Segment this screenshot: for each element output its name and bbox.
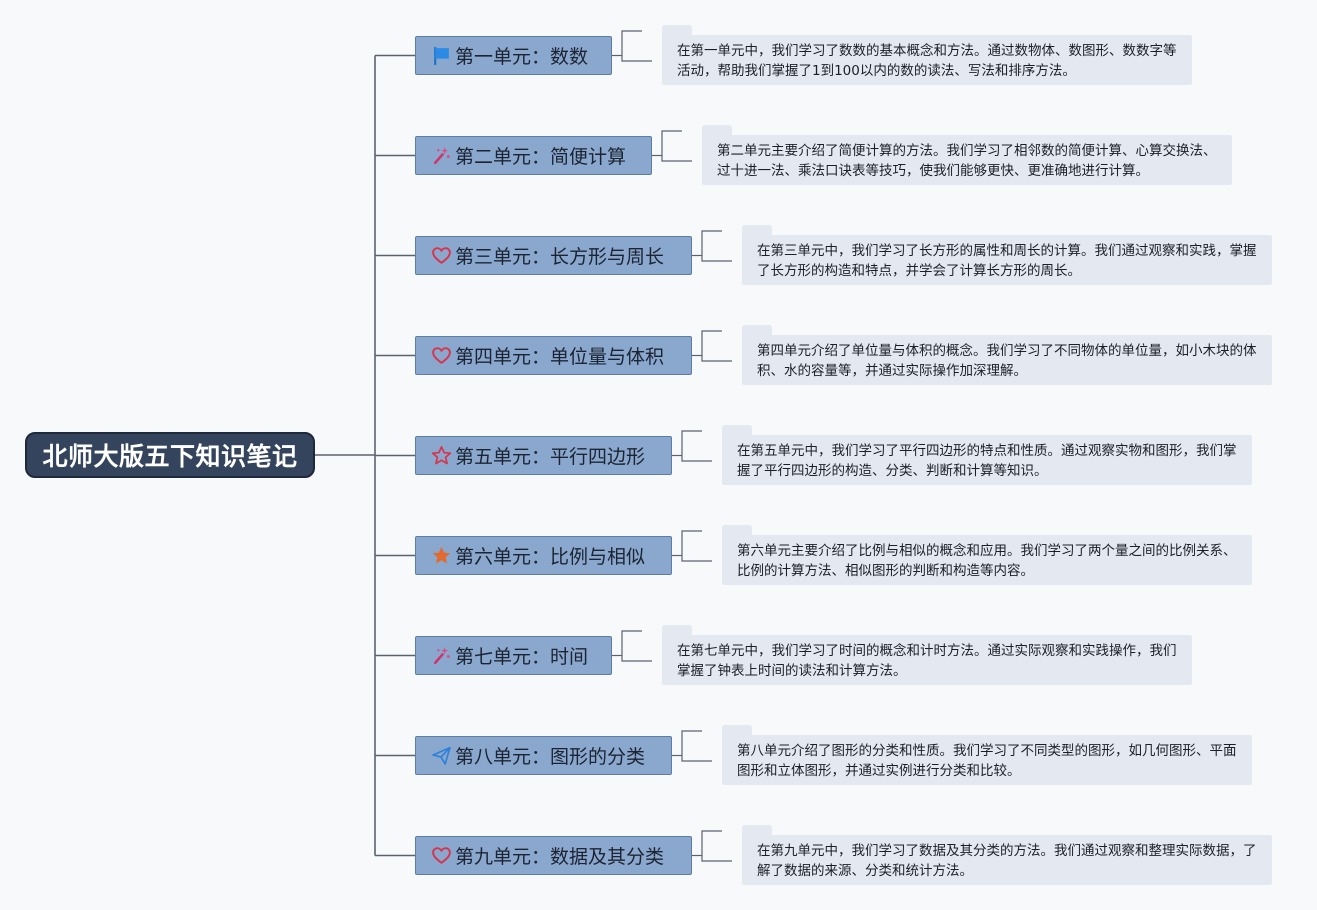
star-filled-icon — [431, 545, 452, 566]
note-tab — [742, 225, 772, 237]
flag-icon — [431, 45, 452, 66]
unit-note-5[interactable]: 在第五单元中，我们学习了平行四边形的特点和性质。通过观察实物和图形，我们掌握了平… — [722, 435, 1252, 485]
unit-branch-label: 第四单元：单位量与体积 — [455, 346, 665, 368]
note-bracket — [621, 630, 652, 662]
note-bracket — [621, 30, 652, 62]
heart-icon — [431, 845, 452, 866]
unit-note-4[interactable]: 第四单元介绍了单位量与体积的概念。我们学习了不同物体的单位量，如小木块的体积、水… — [742, 335, 1272, 385]
unit-branch-label: 第二单元：简便计算 — [455, 146, 627, 168]
wand-icon — [431, 145, 452, 166]
note-bracket — [701, 230, 732, 262]
star-outline-icon — [431, 445, 452, 466]
unit-branch-5[interactable]: 第五单元：平行四边形 — [415, 436, 672, 475]
unit-branch-8[interactable]: 第八单元：图形的分类 — [415, 736, 672, 775]
unit-branch-label: 第一单元：数数 — [455, 46, 589, 68]
heart-icon — [431, 245, 452, 266]
unit-branch-3[interactable]: 第三单元：长方形与周长 — [415, 236, 692, 275]
unit-note-9[interactable]: 在第九单元中，我们学习了数据及其分类的方法。我们通过观察和整理实际数据，了解了数… — [742, 835, 1272, 885]
unit-branch-6[interactable]: 第六单元：比例与相似 — [415, 536, 672, 575]
unit-branch-2[interactable]: 第二单元：简便计算 — [415, 136, 652, 175]
unit-branch-label: 第六单元：比例与相似 — [455, 546, 646, 568]
note-tab — [662, 625, 692, 637]
unit-branch-4[interactable]: 第四单元：单位量与体积 — [415, 336, 692, 375]
paper-plane-icon — [431, 745, 452, 766]
note-bracket — [701, 830, 732, 862]
note-tab — [722, 425, 752, 437]
note-tab — [742, 825, 772, 837]
unit-branch-label: 第九单元：数据及其分类 — [455, 846, 665, 868]
note-bracket — [701, 330, 732, 362]
unit-branch-label: 第八单元：图形的分类 — [455, 746, 646, 768]
unit-branch-label: 第七单元：时间 — [455, 646, 589, 668]
unit-branch-label: 第五单元：平行四边形 — [455, 446, 646, 468]
wand-icon — [431, 645, 452, 666]
note-tab — [722, 525, 752, 537]
unit-branch-label: 第三单元：长方形与周长 — [455, 246, 665, 268]
unit-branch-7[interactable]: 第七单元：时间 — [415, 636, 612, 675]
unit-note-3[interactable]: 在第三单元中，我们学习了长方形的属性和周长的计算。我们通过观察和实践，掌握了长方… — [742, 235, 1272, 285]
note-tab — [702, 125, 732, 137]
unit-branch-9[interactable]: 第九单元：数据及其分类 — [415, 836, 692, 875]
unit-note-1[interactable]: 在第一单元中，我们学习了数数的基本概念和方法。通过数物体、数图形、数数字等活动，… — [662, 35, 1192, 85]
note-bracket — [681, 530, 712, 562]
note-tab — [722, 725, 752, 737]
note-tab — [662, 25, 692, 37]
note-bracket — [681, 730, 712, 762]
unit-note-6[interactable]: 第六单元主要介绍了比例与相似的概念和应用。我们学习了两个量之间的比例关系、比例的… — [722, 535, 1252, 585]
unit-note-8[interactable]: 第八单元介绍了图形的分类和性质。我们学习了不同类型的图形，如几何图形、平面图形和… — [722, 735, 1252, 785]
note-bracket — [661, 130, 692, 162]
note-tab — [742, 325, 772, 337]
unit-note-7[interactable]: 在第七单元中，我们学习了时间的概念和计时方法。通过实际观察和实践操作，我们掌握了… — [662, 635, 1192, 685]
heart-icon — [431, 345, 452, 366]
unit-note-2[interactable]: 第二单元主要介绍了简便计算的方法。我们学习了相邻数的简便计算、心算交换法、过十进… — [702, 135, 1232, 185]
note-bracket — [681, 430, 712, 462]
root-topic[interactable]: 北师大版五下知识笔记 — [25, 432, 315, 478]
unit-branch-1[interactable]: 第一单元：数数 — [415, 36, 612, 75]
